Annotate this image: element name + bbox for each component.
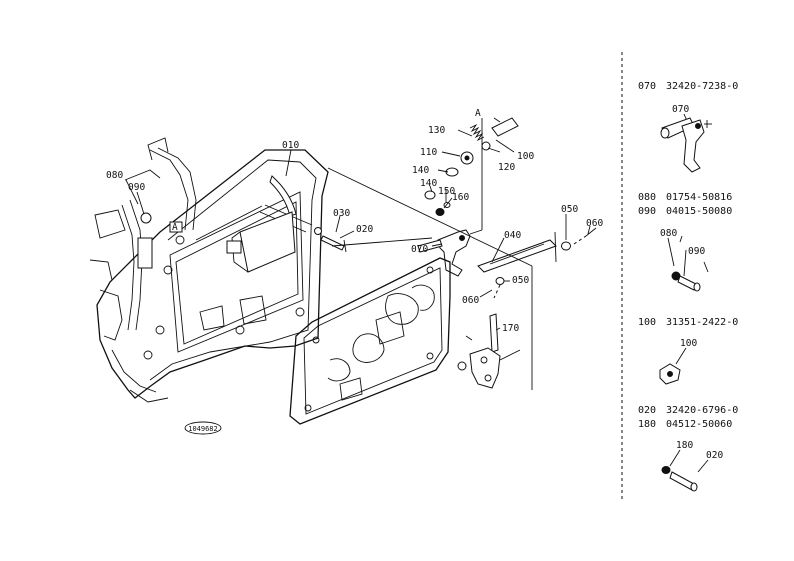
callout-060-lower: 060 [462,295,479,306]
detail-clip-100: 100 [659,338,697,385]
detail-label-100: 100 [680,338,697,349]
callout-110: 110 [420,147,437,158]
mark-a-upper: A [475,108,481,119]
callout-labels: 010 020 030 040 050 050 060 060 070 080 … [106,108,603,334]
parts-panel: 070 32420-7238-0 080 01754-50816 090 040… [638,81,738,492]
callout-170: 170 [502,323,519,334]
callout-050-lower: 050 [512,275,529,286]
mark-a-left: A [172,222,178,233]
parts-number-180: 04512-50060 [666,419,732,430]
callout-010: 010 [282,140,299,151]
parts-ref-080: 080 [638,192,656,203]
detail-lever-070: 070 [660,104,712,173]
detail-label-070: 070 [672,104,689,115]
callout-160: 160 [452,192,469,203]
callout-140-lower: 140 [420,178,437,189]
callout-050-upper: 050 [561,204,578,215]
callout-120: 120 [498,162,515,173]
callout-030: 030 [333,208,350,219]
callout-070: 070 [411,244,428,255]
detail-bolt-080-090: 080 090 [660,228,709,292]
parts-ref-180: 180 [638,419,656,430]
callout-020: 020 [356,224,373,235]
parts-number-020: 32420-6796-0 [666,405,738,416]
drawing-stamp: 1049682 [184,421,222,435]
detail-label-080: 080 [660,228,677,239]
detail-bolt-020-180: 180 020 [661,440,723,492]
callout-060-upper: 060 [586,218,603,229]
lever-mechanism [417,117,597,299]
shaft-170 [457,313,521,389]
parts-ref-020: 020 [638,405,656,416]
stamp-number: 1049682 [188,425,218,433]
parts-ref-070: 070 [638,81,656,92]
transmission-housing [89,137,329,403]
callout-130: 130 [428,125,445,136]
parts-number-100: 31351-2422-0 [666,317,738,328]
cover-plate [289,257,451,425]
callout-150: 150 [438,186,455,197]
callout-100: 100 [517,151,534,162]
bolt-020-washer-030 [314,227,347,253]
parts-number-070: 32420-7238-0 [666,81,738,92]
parts-number-090: 04015-50080 [666,206,732,217]
parts-ref-090: 090 [638,206,656,217]
callout-leaders [125,129,591,331]
callout-040: 040 [504,230,521,241]
detail-label-020: 020 [706,450,723,461]
callout-080: 080 [106,170,123,181]
detail-label-090: 090 [688,246,705,257]
detail-label-180: 180 [676,440,693,451]
callout-090: 090 [128,182,145,193]
parts-ref-100: 100 [638,317,656,328]
callout-140-upper: 140 [412,165,429,176]
parts-number-080: 01754-50816 [666,192,732,203]
